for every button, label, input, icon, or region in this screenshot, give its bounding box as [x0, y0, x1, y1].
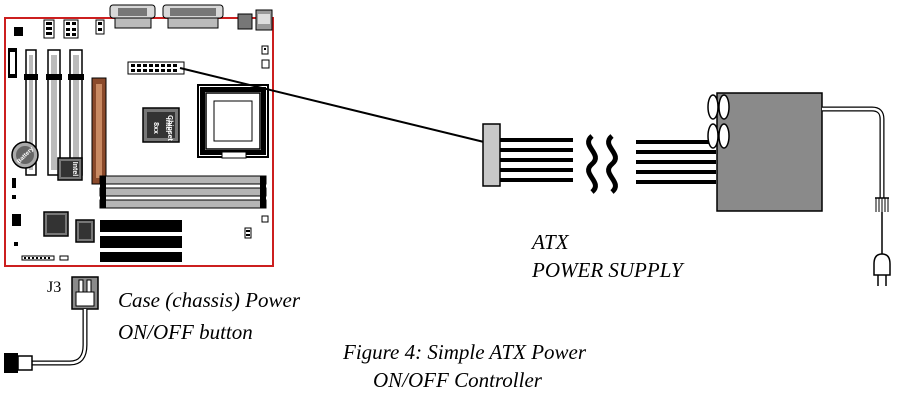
figure-caption-line1: Figure 4: Simple ATX Power — [343, 340, 587, 364]
atx-label-line1: ATX — [532, 230, 569, 254]
ac-power-cord — [822, 106, 885, 198]
power-cable — [179, 67, 485, 143]
south-bridge-chip: Intel — [57, 157, 83, 181]
rear-io-ports — [109, 4, 273, 31]
svg-text:Chipset: Chipset — [166, 115, 173, 141]
cpu-socket — [197, 84, 269, 159]
case-power-label-line1: Case (chassis) Power — [118, 288, 300, 312]
expansion-slots — [8, 48, 84, 176]
dimm-slots — [99, 175, 267, 209]
cable-break-symbol — [586, 134, 598, 194]
power-supply-unit — [707, 92, 891, 286]
motherboard: Intel 8xx Chipset Battery Intel — [4, 4, 274, 267]
ide-headers — [100, 220, 182, 262]
cord-strain-relief — [875, 197, 889, 212]
atx-power-header — [127, 61, 185, 75]
svg-text:8xx: 8xx — [152, 122, 159, 134]
svg-text:Intel: Intel — [164, 118, 171, 132]
case-power-label-line2: ON/OFF button — [118, 320, 253, 344]
case-power-button — [4, 276, 99, 373]
ac-plug-icon — [873, 253, 891, 276]
connector-id-label: J3 — [47, 279, 62, 296]
north-bridge-chip: Intel 8xx Chipset — [142, 107, 180, 143]
fan-icon — [707, 94, 730, 149]
svg-text:Intel: Intel — [71, 162, 78, 176]
atx-label-line2: POWER SUPPLY — [532, 258, 683, 282]
battery: Battery — [11, 141, 39, 169]
figure-caption-line2: ON/OFF Controller — [373, 368, 542, 392]
psu-connector — [482, 123, 716, 194]
